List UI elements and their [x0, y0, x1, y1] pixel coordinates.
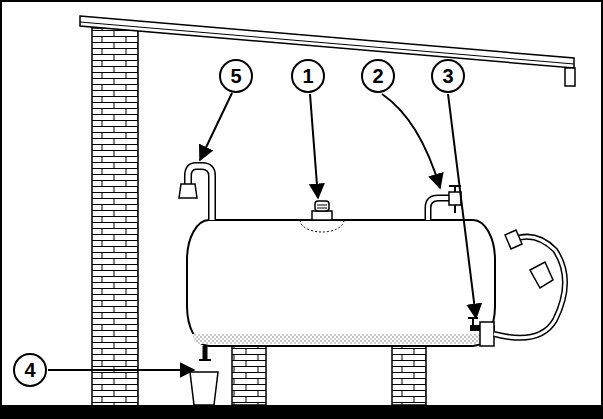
brick-pier: [392, 345, 426, 405]
leader-arrow: [448, 94, 476, 318]
leader-arrow: [310, 94, 318, 198]
valve: [449, 192, 461, 205]
vent-cap: [179, 184, 197, 198]
callout-circle: 4: [13, 353, 47, 387]
valve-pipe: [428, 198, 450, 220]
callout-circle: 1: [291, 59, 325, 93]
fill-cap: [315, 201, 329, 211]
outlet-valve: [468, 318, 478, 328]
callout-circle: 3: [431, 59, 465, 93]
callout-circle: 5: [219, 59, 253, 93]
roof-edge: [80, 22, 574, 64]
valve-pipe: [428, 198, 450, 220]
roof: [80, 16, 574, 68]
callout-number: 3: [442, 66, 453, 86]
callout-circle: 2: [361, 59, 395, 93]
callout-number: 4: [24, 360, 35, 380]
drain-valve: [199, 359, 211, 361]
callout-number: 1: [302, 66, 313, 86]
leader-arrow: [382, 94, 440, 188]
drain-pipe: [203, 346, 208, 360]
brick-pier: [232, 345, 266, 405]
nozzle: [530, 262, 553, 288]
cap-base: [300, 220, 344, 232]
leader-arrow: [200, 93, 232, 160]
bucket: [190, 372, 218, 405]
ground: [0, 405, 603, 419]
tank-sediment: [192, 334, 490, 344]
filter: [480, 322, 494, 346]
leader-arrow: [48, 369, 194, 371]
fill-cap: [317, 205, 327, 208]
hose: [494, 237, 565, 338]
brick-wall: [92, 28, 138, 408]
hose: [494, 237, 565, 338]
roof-post: [565, 68, 575, 86]
nozzle: [505, 230, 522, 249]
fill-cap: [312, 211, 332, 220]
fuel-tank: [187, 220, 495, 346]
callout-number: 2: [372, 66, 383, 86]
callout-number: 5: [230, 66, 241, 86]
